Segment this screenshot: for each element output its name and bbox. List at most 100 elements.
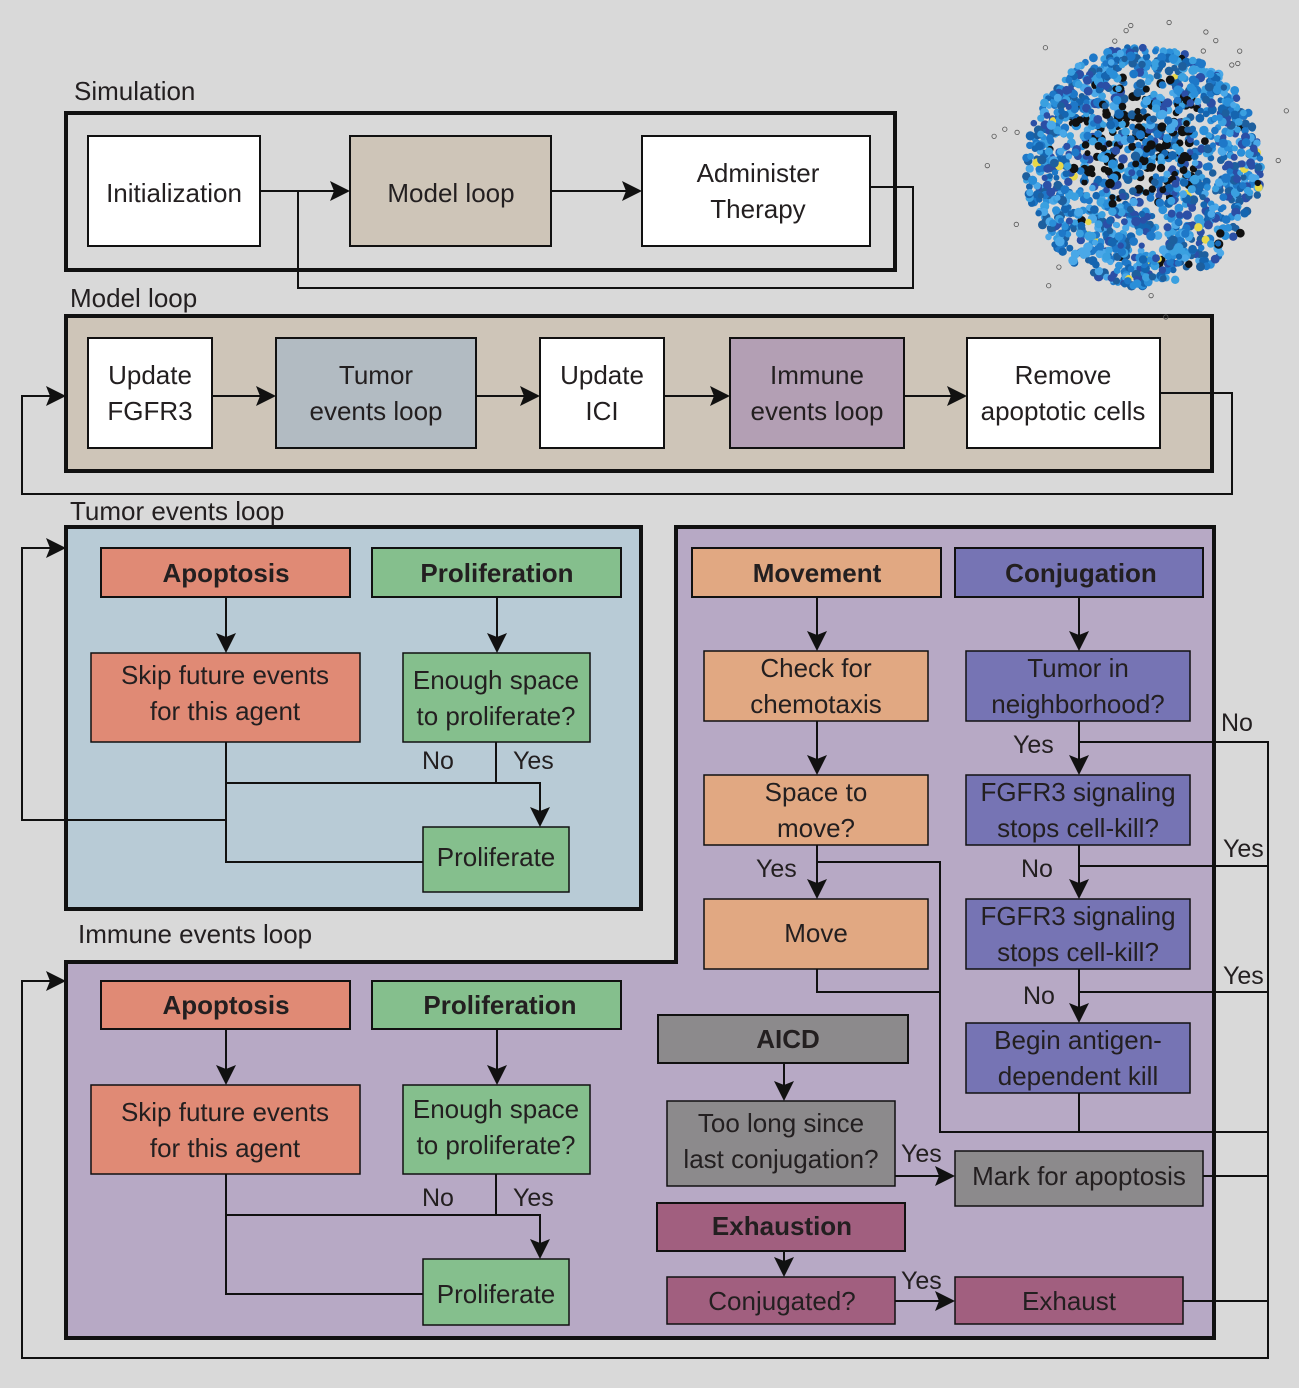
svg-text:FGFR3 signaling: FGFR3 signaling [980,777,1175,807]
conjugated-box: Conjugated? [666,1276,896,1325]
initialization-box: Initialization [87,135,261,247]
svg-text:Apoptosis: Apoptosis [162,990,289,1020]
svg-text:Proliferation: Proliferation [423,990,576,1020]
immune-skip-events-box: Skip future events for this agent [90,1084,361,1175]
svg-text:Remove: Remove [1015,360,1112,390]
tumor-enough-space-box: Enough space to proliferate? [402,652,591,743]
svg-text:FGFR3: FGFR3 [107,396,192,426]
svg-text:Check for: Check for [760,653,872,683]
svg-text:events loop: events loop [751,396,884,426]
update-fgfr3-box: Update FGFR3 [87,337,213,449]
too-long-since-box: Too long since last conjugation? [666,1100,896,1187]
svg-text:stops cell-kill?: stops cell-kill? [997,937,1159,967]
svg-text:to proliferate?: to proliferate? [417,701,576,731]
svg-text:Apoptosis: Apoptosis [162,558,289,588]
model-loop-connectors [21,386,1233,495]
svg-text:Proliferation: Proliferation [420,558,573,588]
svg-text:apoptotic cells: apoptotic cells [981,396,1146,426]
tumor-proliferation-header: Proliferation [371,547,622,598]
svg-text:Therapy: Therapy [710,194,805,224]
section-title-model-loop: Model loop [70,283,197,313]
svg-text:to proliferate?: to proliferate? [417,1130,576,1160]
begin-antigen-kill-box: Begin antigen- dependent kill [965,1022,1191,1094]
svg-text:Enough space: Enough space [413,1094,579,1124]
immune-space-no-label: No [422,1184,454,1212]
svg-text:ICI: ICI [585,396,618,426]
movement-header: Movement [691,547,942,598]
section-title-immune-events: Immune events loop [78,919,312,949]
aicd-header: AICD [657,1014,909,1064]
svg-text:events loop: events loop [310,396,443,426]
fgfr3-signaling-box-1: FGFR3 signaling stops cell-kill? [965,774,1191,846]
section-title-simulation: Simulation [74,76,195,106]
neighborhood-yes-label: Yes [1013,731,1054,759]
conjugated-yes-label: Yes [901,1267,942,1295]
neighborhood-no-label: No [1221,709,1253,737]
svg-text:Movement: Movement [753,558,882,588]
fgfr3-signaling-box-2: FGFR3 signaling stops cell-kill? [965,898,1191,970]
svg-text:dependent kill: dependent kill [998,1061,1158,1091]
update-ici-box: Update ICI [539,337,665,449]
exhaust-box: Exhaust [954,1276,1184,1325]
svg-text:for this agent: for this agent [150,696,301,726]
svg-text:Mark for apoptosis: Mark for apoptosis [972,1161,1186,1191]
svg-text:Tumor: Tumor [339,360,413,390]
svg-text:Exhaustion: Exhaustion [712,1211,852,1241]
fgfr3-1-no-label: No [1021,855,1053,883]
immune-proliferate-box: Proliferate [422,1258,570,1326]
svg-text:Skip future events: Skip future events [121,1097,329,1127]
administer-therapy-box: Administer Therapy [641,135,871,247]
conjugation-connectors [21,597,1269,1359]
tumor-events-loop-box: Tumor events loop [275,337,477,449]
immune-proliferation-header: Proliferation [371,980,622,1030]
tumor-proliferate-box: Proliferate [422,826,570,893]
svg-text:Update: Update [108,360,192,390]
section-title-tumor-events: Tumor events loop [70,496,284,526]
svg-text:Proliferate: Proliferate [437,1279,556,1309]
svg-text:Exhaust: Exhaust [1022,1286,1117,1316]
svg-text:FGFR3 signaling: FGFR3 signaling [980,901,1175,931]
svg-text:Enough space: Enough space [413,665,579,695]
tumor-skip-events-box: Skip future events for this agent [90,652,361,743]
tumor-spheroid-icon [984,19,1289,320]
immune-space-yes-label: Yes [513,1184,554,1212]
svg-text:Skip future events: Skip future events [121,660,329,690]
aicd-yes-label: Yes [901,1140,942,1168]
svg-text:stops cell-kill?: stops cell-kill? [997,813,1159,843]
exhaustion-connectors [774,1251,1268,1311]
svg-text:Conjugated?: Conjugated? [708,1286,855,1316]
fgfr3-2-no-label: No [1023,982,1055,1010]
svg-text:chemotaxis: chemotaxis [750,689,882,719]
tumor-in-neighborhood-box: Tumor in neighborhood? [965,650,1191,722]
svg-text:move?: move? [777,813,855,843]
svg-text:Space to: Space to [765,777,868,807]
svg-text:last conjugation?: last conjugation? [683,1144,878,1174]
fgfr3-1-yes-label: Yes [1223,835,1264,863]
svg-text:Too long since: Too long since [698,1108,864,1138]
svg-text:Initialization: Initialization [106,178,242,208]
conjugation-header: Conjugation [954,547,1204,598]
immune-events-loop-box: Immune events loop [729,337,905,449]
svg-text:AICD: AICD [756,1024,820,1054]
svg-text:Proliferate: Proliferate [437,842,556,872]
move-box: Move [703,898,929,970]
svg-text:Immune: Immune [770,360,864,390]
svg-text:Administer: Administer [697,158,820,188]
svg-text:Tumor in: Tumor in [1027,653,1129,683]
immune-enough-space-box: Enough space to proliferate? [402,1084,591,1175]
svg-text:for this agent: for this agent [150,1133,301,1163]
movement-connectors [807,597,1268,1133]
svg-text:Model loop: Model loop [387,178,514,208]
tumor-events-connectors [21,538,550,863]
fgfr3-2-yes-label: Yes [1223,962,1264,990]
remove-apoptotic-box: Remove apoptotic cells [966,337,1161,449]
mark-for-apoptosis-box: Mark for apoptosis [954,1150,1204,1207]
space-to-move-box: Space to move? [703,774,929,846]
svg-text:Move: Move [784,918,848,948]
simulation-panel [64,111,897,272]
tumor-space-yes-label: Yes [513,747,554,775]
exhaustion-header: Exhaustion [656,1202,906,1252]
space-to-move-yes-label: Yes [756,855,797,883]
svg-text:Conjugation: Conjugation [1005,558,1157,588]
